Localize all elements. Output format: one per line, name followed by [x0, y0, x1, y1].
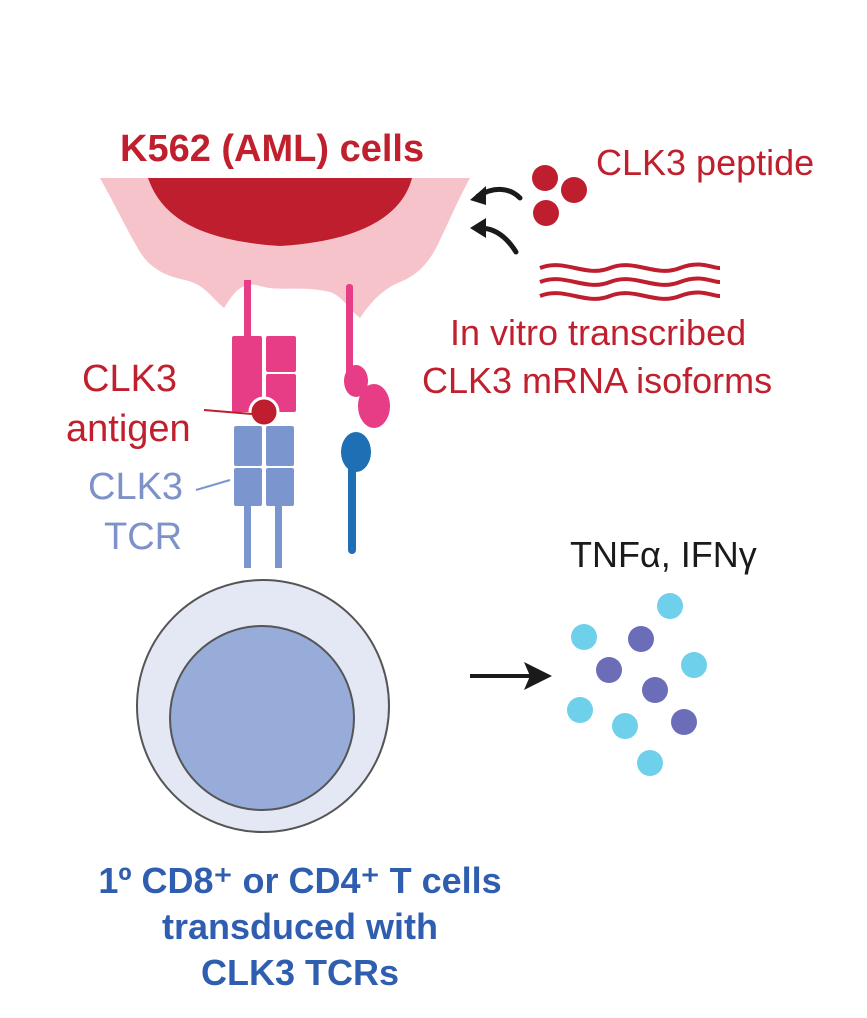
t-cell-caption-line2: transduced with [161, 906, 439, 947]
peptide-dot [561, 177, 587, 203]
cytokine-dot [596, 657, 622, 683]
cytokine-dot [681, 652, 707, 678]
mrna-strand [539, 276, 721, 287]
antigen-label-line2: antigen [66, 408, 191, 450]
mrna-label-line1: In vitro transcribed [450, 312, 747, 353]
tumor-cell-title: K562 (AML) cells [120, 128, 425, 170]
peptide-dot [533, 200, 559, 226]
tcr-alpha-upper [234, 426, 262, 466]
peptide-dot [532, 165, 558, 191]
tcr-alpha-lower [234, 468, 262, 506]
mhc-beta-chain-upper [266, 336, 296, 372]
cytokine-dot [637, 750, 663, 776]
mhc-alpha-chain [232, 336, 262, 412]
tcr-alpha-stalk [244, 506, 251, 568]
secretion-arrow-head [524, 662, 552, 690]
tcr-pointer [195, 479, 231, 491]
cytokine-dot [671, 709, 697, 735]
t-cell-caption: 1º CD8⁺ or CD4⁺ T cells transduced with … [40, 858, 560, 996]
coreceptor-stalk [348, 462, 356, 554]
mhc-right-head-lower [358, 384, 390, 428]
mrna-strand [539, 262, 721, 273]
cytokine-dot [571, 624, 597, 650]
cytokines-label: TNFα, IFNγ [570, 534, 757, 575]
tcr-beta-lower [266, 468, 294, 506]
peptide-arrow-head [470, 186, 486, 205]
peptide-label: CLK3 peptide [596, 142, 815, 183]
tcr-beta-upper [266, 426, 294, 466]
coreceptor-head [341, 432, 371, 472]
antigen-pointer [203, 409, 253, 415]
tcr-label-line1: CLK3 [88, 466, 184, 508]
cytokine-dot [612, 713, 638, 739]
t-cell-nucleus [169, 625, 355, 811]
mrna-label-line2: CLK3 mRNA isoforms [422, 360, 773, 401]
mrna-arrow-head [470, 218, 486, 238]
cytokine-dot [567, 697, 593, 723]
tcr-label-line2: TCR [104, 516, 183, 558]
t-cell-caption-line1: 1º CD8⁺ or CD4⁺ T cells [98, 860, 502, 901]
tcr-beta-stalk [275, 506, 282, 568]
mhc-stalk [244, 280, 251, 340]
clk3-antigen-dot [248, 396, 280, 428]
mrna-strand [539, 290, 721, 301]
mhc-right-stalk [346, 284, 353, 374]
cytokine-dot [642, 677, 668, 703]
antigen-label-line1: CLK3 [82, 358, 178, 400]
tumor-cell-nucleus [148, 178, 412, 246]
cytokine-dot [628, 626, 654, 652]
cytokine-dot [657, 593, 683, 619]
t-cell-caption-line3: CLK3 TCRs [200, 952, 400, 993]
mhc-right-head-upper [344, 365, 368, 397]
